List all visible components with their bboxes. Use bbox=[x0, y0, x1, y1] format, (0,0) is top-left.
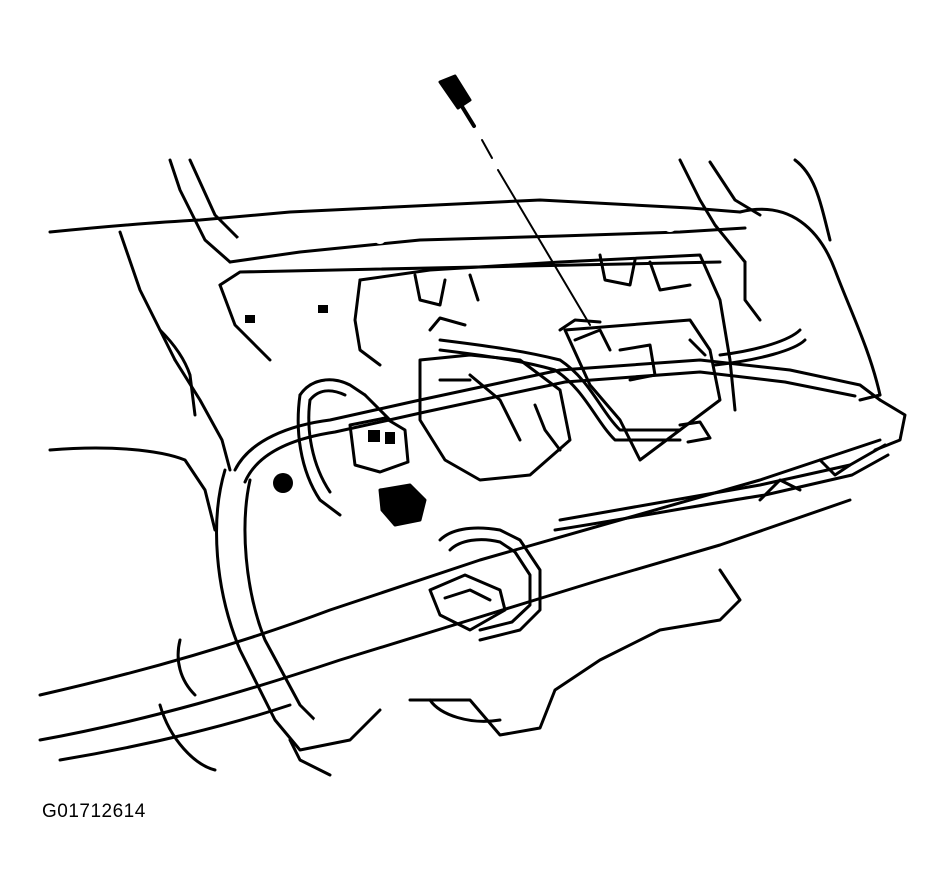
wiring-harness bbox=[296, 328, 807, 642]
left-brace bbox=[215, 468, 382, 777]
figure-code: G01712614 bbox=[42, 801, 146, 822]
lower-bracket bbox=[408, 458, 852, 737]
connector-left bbox=[348, 416, 427, 527]
mounting-bolt bbox=[438, 74, 591, 326]
crossbar-tube bbox=[38, 393, 907, 772]
body-panel bbox=[48, 158, 882, 532]
